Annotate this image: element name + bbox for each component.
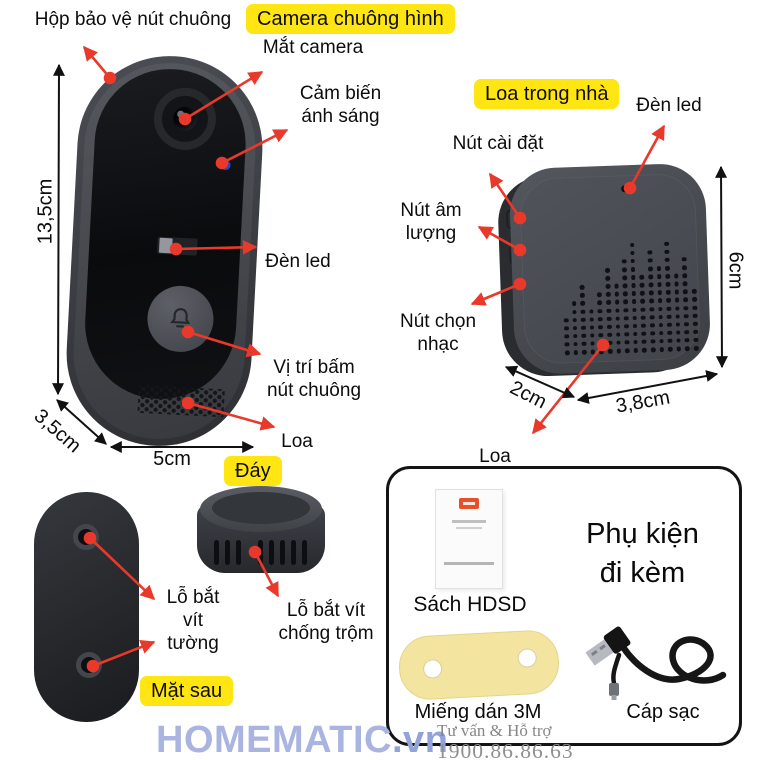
label-volume-button: Nút âm lượng — [400, 200, 462, 245]
label-protect-box: Hộp bảo vệ nút chuông — [34, 9, 232, 30]
label-manual: Sách HDSD — [413, 593, 527, 616]
label-indoor-title: Loa trong nhà — [474, 79, 620, 110]
bell-icon — [170, 308, 191, 328]
brand-domain: .vn — [392, 719, 449, 760]
doorbell-front-view — [61, 51, 268, 451]
brand-logo: HOMEMATIC.vn — [156, 719, 448, 760]
support-label: Tư vấn & Hỗ trợ — [437, 721, 552, 740]
label-light-sensor: Cảm biến ánh sáng — [299, 83, 382, 128]
brand-name: HOMEMATIC — [156, 719, 392, 760]
manual-text-line — [456, 527, 482, 529]
accessories-title: Phụ kiện đi kèm — [586, 518, 699, 589]
dimension-arrows — [52, 63, 728, 453]
label-bottom-view-title: Đáy — [224, 456, 282, 487]
label-setup-button: Nút cài đặt — [452, 133, 544, 154]
manual-text-line — [444, 562, 494, 565]
label-wall-screw: Lỗ bắt vít tường — [166, 587, 220, 655]
label-sticker: Miếng dán 3M — [414, 701, 542, 723]
label-led-indoor: Đèn led — [636, 95, 702, 116]
label-cable: Cáp sạc — [626, 701, 700, 723]
usb-cable-image — [585, 626, 727, 700]
accessories-box: Phụ kiện đi kèm Sách HDSD Miếng dán 3M C… — [386, 466, 742, 746]
manual-logo — [459, 498, 479, 509]
micro-usb-tip — [611, 695, 617, 700]
usb-a-connector — [585, 626, 631, 666]
hotline-number: 1900.86.86.63 — [437, 738, 574, 760]
label-camera-eye: Mắt camera — [262, 37, 364, 58]
label-speaker-indoor: Loa — [479, 446, 511, 467]
manual-text-line — [452, 520, 486, 523]
manual-book-image — [435, 489, 503, 589]
label-music-button: Nút chọn nhạc — [399, 311, 477, 356]
micro-usb-connector — [609, 683, 619, 696]
dimension-width-doorbell: 5cm — [153, 448, 191, 470]
label-doorbell-title: Camera chuông hình — [246, 4, 455, 35]
label-back-view-title: Mặt sau — [140, 676, 234, 707]
doorbell-button — [145, 284, 216, 354]
label-bell-press: Vị trí bấm nút chuông — [266, 357, 362, 402]
bottom-view-top-face — [200, 486, 322, 532]
red-callout-arrows — [83, 45, 666, 673]
bottom-view-top-inset — [212, 492, 310, 524]
support-info: Tư vấn & Hỗ trợ 1900.86.86.63 — [437, 722, 574, 760]
label-anti-theft-screw: Lỗ bắt vít chống trộm — [278, 600, 374, 645]
label-speaker-doorbell: Loa — [281, 431, 313, 452]
label-led-doorbell: Đèn led — [265, 251, 331, 272]
